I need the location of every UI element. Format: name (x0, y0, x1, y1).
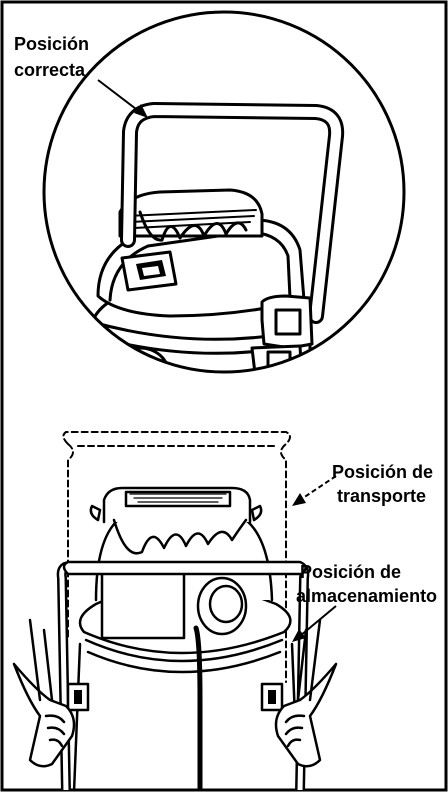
label-correct-position-line1: Posición (14, 34, 90, 54)
switch-box (100, 564, 186, 640)
detail-circle-outline (42, 10, 406, 374)
left-hand (12, 618, 76, 768)
label-storage-position-line1: Posición de (300, 562, 402, 582)
tank-body (72, 642, 300, 790)
label-correct-position-line2: correcta (14, 60, 86, 80)
vacuum-front-view (12, 431, 338, 790)
storage-arrow (292, 605, 337, 642)
label-storage-position-line2: almacenamiento (296, 586, 438, 606)
correct-arrow (97, 79, 148, 118)
label-transport-position-line2: transporte (336, 486, 426, 506)
label-transport-position-line1: Posición de (331, 462, 433, 482)
hose-port (110, 346, 170, 372)
transport-arrow (292, 475, 337, 506)
side-clip (260, 294, 314, 350)
transport-handle-dashed (62, 431, 291, 683)
power-cord (193, 625, 203, 790)
right-hand (274, 618, 338, 768)
detail-circle (42, 10, 406, 374)
